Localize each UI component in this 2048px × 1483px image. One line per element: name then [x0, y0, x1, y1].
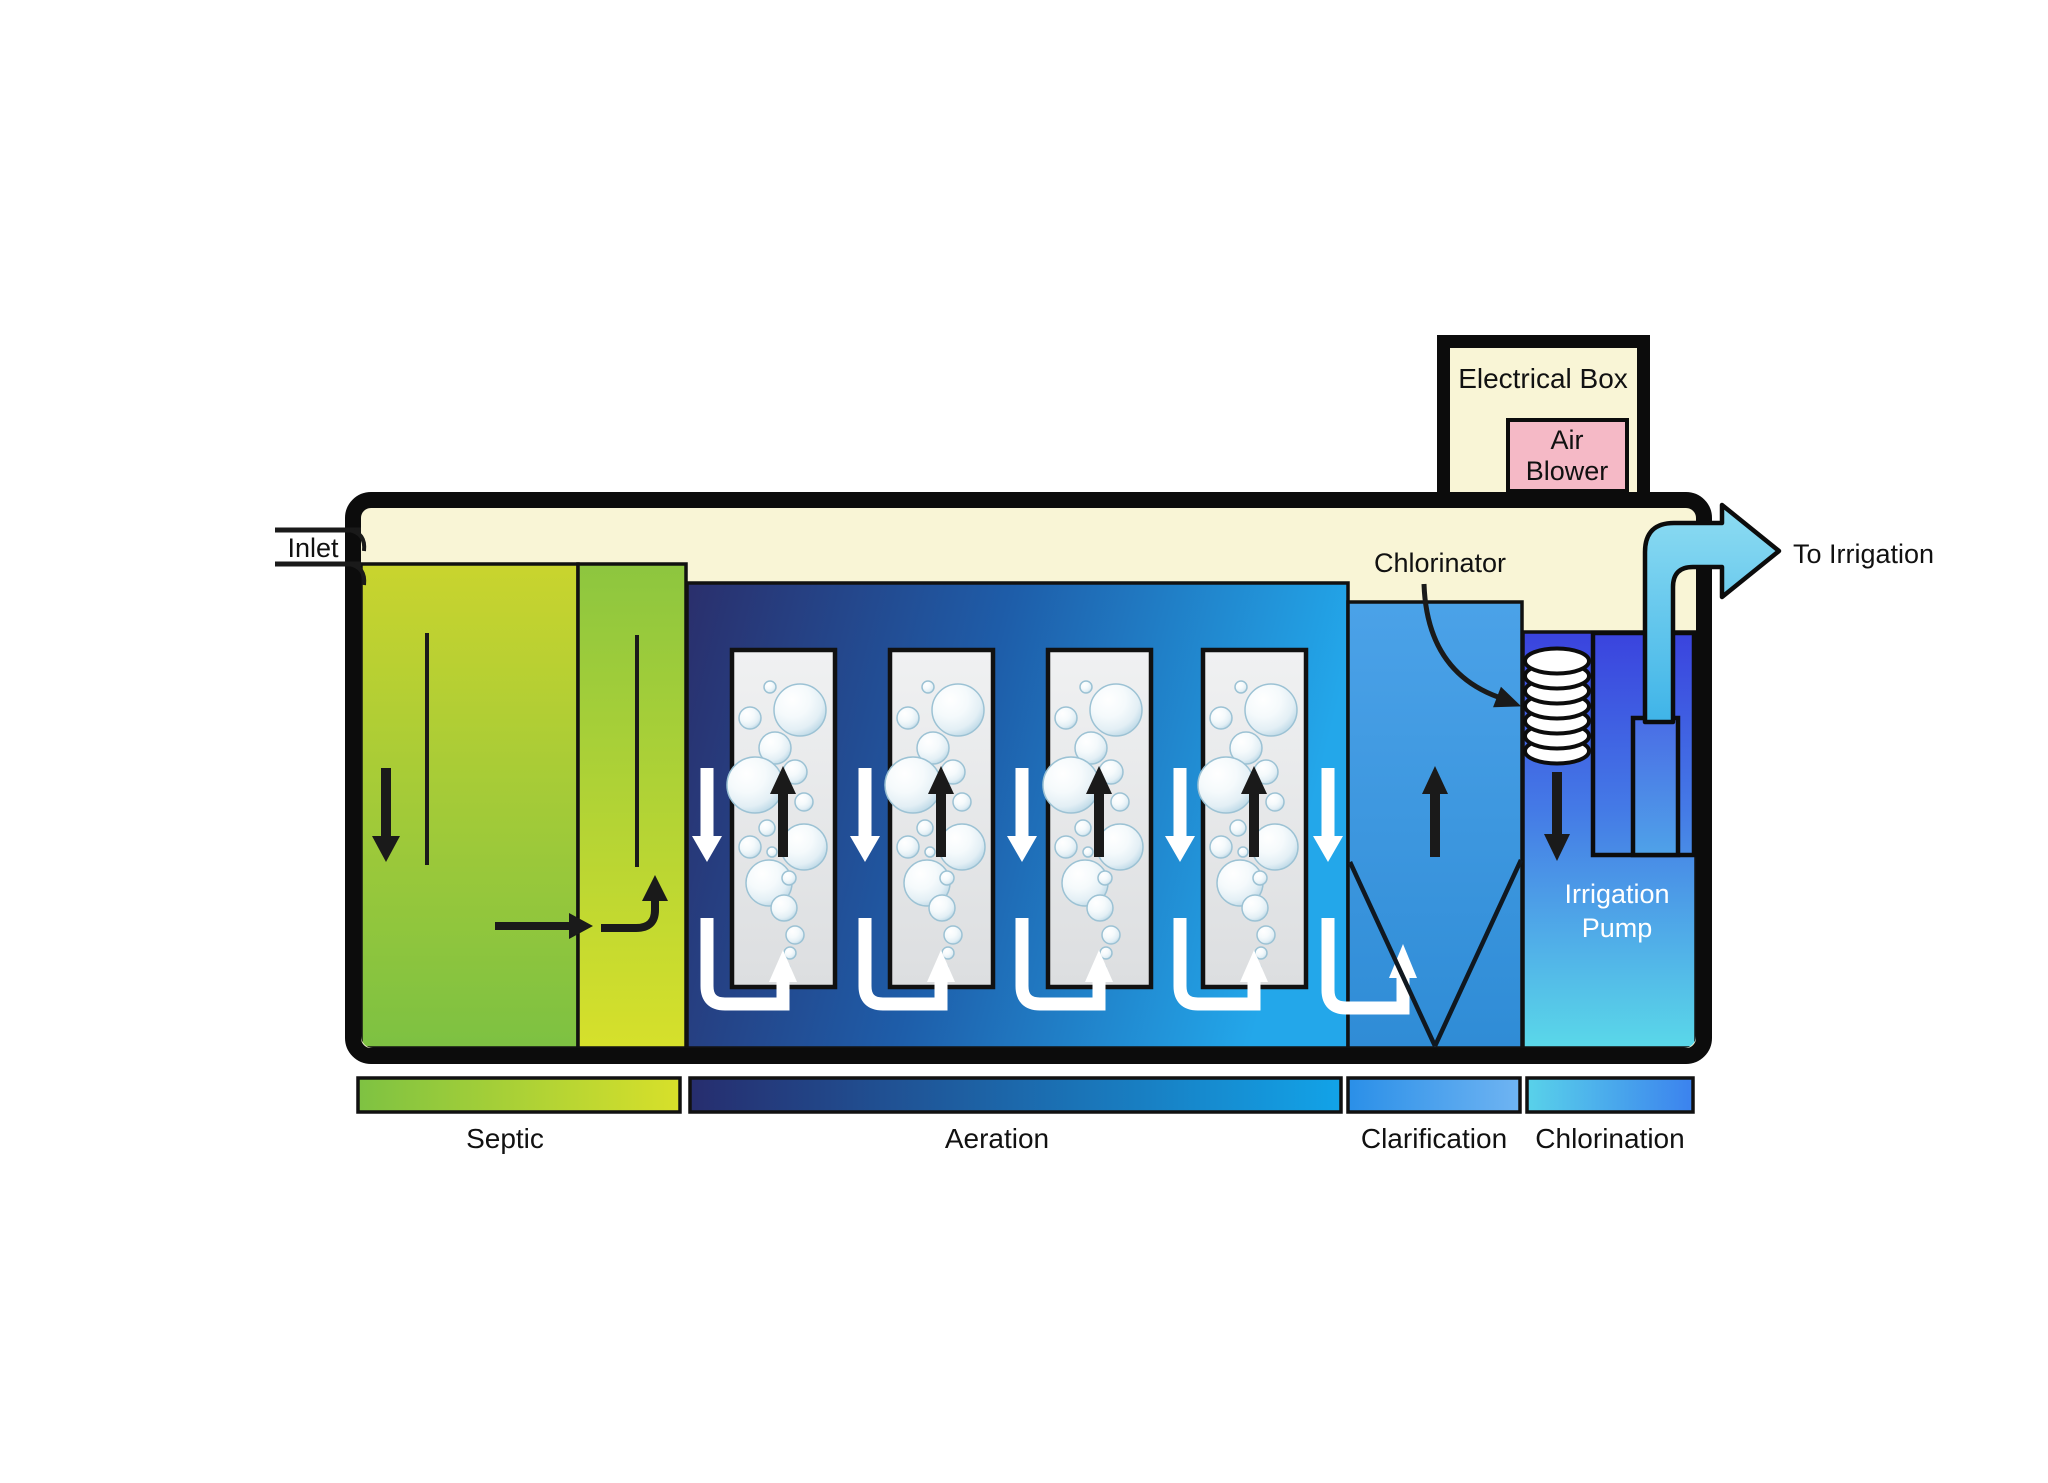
clarifier-up-arrow [1422, 766, 1448, 857]
legend-label-aeration: Aeration [945, 1123, 1049, 1154]
aerator-column [1197, 647, 1309, 990]
chlorinator-callout-arrow [1421, 583, 1522, 708]
clarifier-cone [1347, 859, 1524, 1047]
septic-elbow-arrow [601, 875, 668, 932]
septic-chamber-2 [576, 562, 688, 1048]
aerator-column [1042, 647, 1154, 990]
irrigation-pump-label-line1: Irrigation [1564, 879, 1669, 909]
outlet-pipe [1642, 502, 1782, 725]
septic-cross-arrow [495, 913, 593, 939]
legend-swatch-aeration [688, 1076, 1343, 1114]
downflow-arrows [692, 768, 1343, 862]
irrigation-pump-label-line2: Pump [1582, 913, 1653, 943]
chlorinator-label: Chlorinator [1374, 548, 1506, 578]
chlorination-down-arrow [1544, 772, 1570, 861]
transfer-pipe-arrowheads [769, 944, 1417, 982]
electrical-box: Electrical Box Air Blower [1437, 335, 1650, 515]
aerator-column [884, 647, 996, 990]
legend-label-clarification: Clarification [1361, 1123, 1507, 1154]
septic-down-arrow [372, 768, 400, 862]
legend-swatch-septic [356, 1076, 682, 1114]
legend-label-septic: Septic [466, 1123, 544, 1154]
air-blower-label-line1: Air [1551, 425, 1584, 455]
to-irrigation-label: To Irrigation [1793, 539, 1934, 569]
aerator-column [726, 647, 838, 990]
chlorinator-discs [1523, 646, 1591, 766]
inlet-label: Inlet [287, 533, 339, 563]
legend-swatch-chlorination [1525, 1076, 1695, 1114]
legend-label-chlorination: Chlorination [1535, 1123, 1684, 1154]
transfer-pipes [700, 918, 1410, 1015]
air-blower: Air Blower [1506, 418, 1629, 493]
legend: Septic Aeration Clarification Chlorinati… [356, 1076, 1695, 1154]
aerator-columns [726, 647, 1309, 990]
septic-chamber-1 [361, 562, 580, 1048]
electrical-box-label: Electrical Box [1458, 363, 1628, 394]
inlet-pipe [275, 527, 367, 586]
septic-internals [425, 633, 639, 867]
legend-swatch-clarification [1346, 1076, 1522, 1114]
air-blower-label-line2: Blower [1526, 456, 1609, 486]
